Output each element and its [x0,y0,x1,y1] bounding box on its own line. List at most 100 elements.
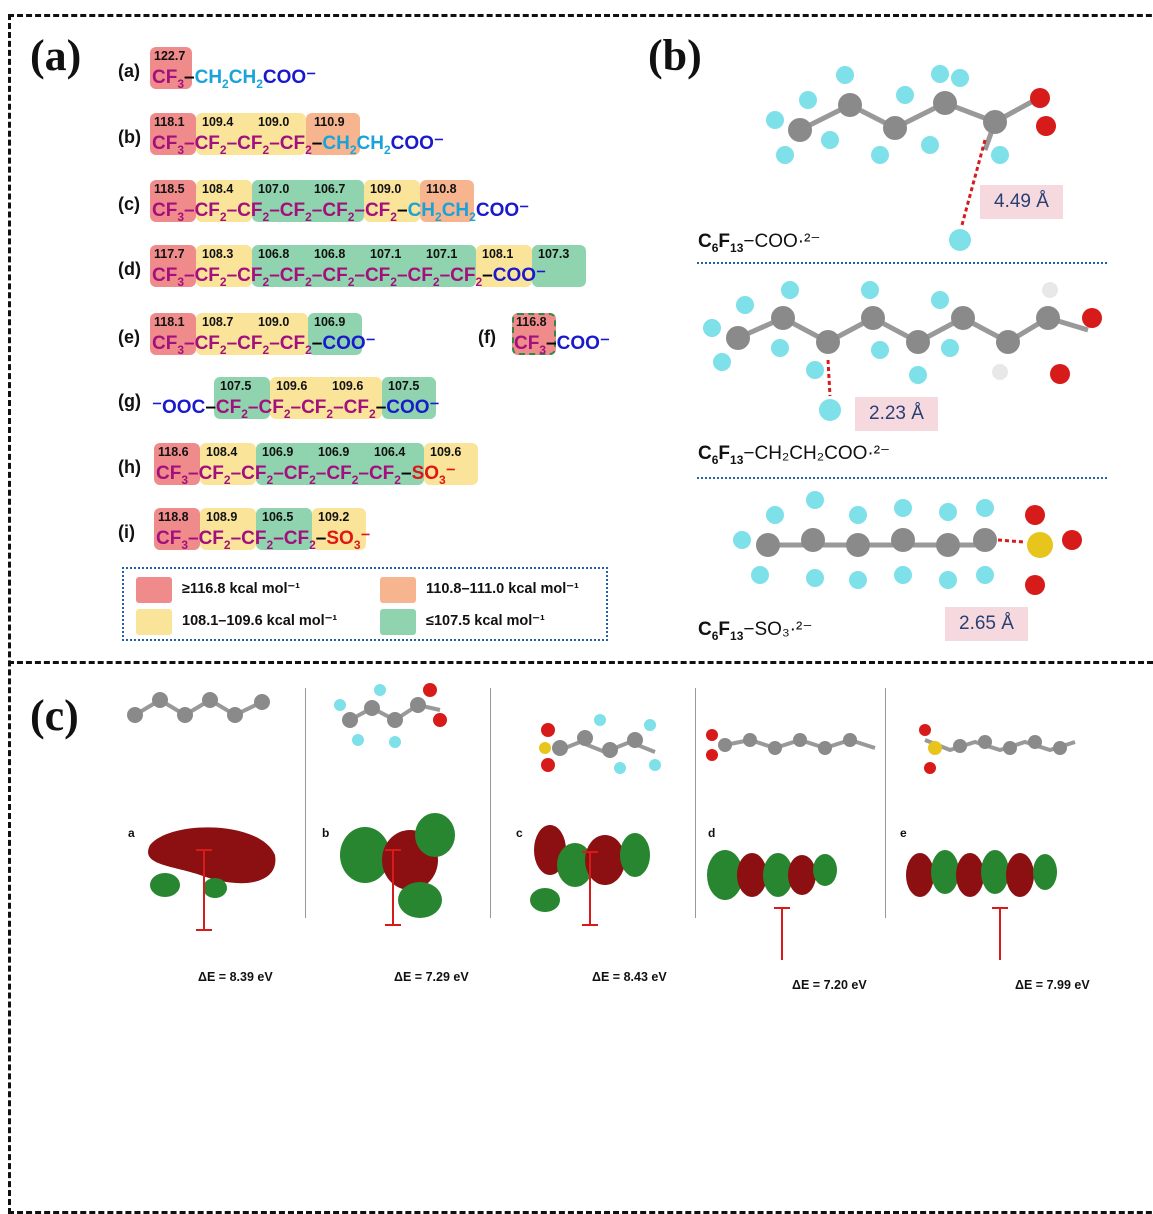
column-divider [305,688,306,918]
bde-value: 106.7 [314,182,346,196]
formula-label-1: C6F13−COO·²⁻ [698,231,821,255]
bde-value: 109.0 [258,315,290,329]
fluorine-atom [921,136,939,154]
bde-value: 117.7 [154,247,185,261]
column-label-b: b [322,826,330,840]
row-label: (b) [118,127,141,147]
chain-formula: CF3–COO⁻ [514,333,610,357]
bde-box-yellow [200,443,256,485]
bde-box-yellow [424,443,478,485]
chain-formula: CF3–CF2–CF2–CF2–CF2–CF2–CF2–CF2–COO⁻ [152,265,547,289]
carbon-atom [883,116,907,140]
molecule-c6f13-so3 [733,491,1082,595]
bde-box-yellow [196,113,306,155]
bde-value: 116.8 [516,315,547,329]
bde-box-yellow [476,245,532,287]
bde-value: 106.9 [318,445,350,459]
column-label-a: a [128,826,135,840]
bde-value: 108.3 [202,247,234,261]
column-divider [490,688,491,918]
bde-box-green [256,508,312,550]
distance-label: 2.23 Å [855,397,938,431]
chain-formula: CF3–CF2–CF2–CF2–COO⁻ [152,333,376,357]
bde-value: 110.8 [426,182,457,196]
bde-box-yellow [196,180,252,222]
bde-value: 106.8 [314,247,346,261]
bde-value: 108.9 [206,510,238,524]
bde-value: 118.1 [154,115,185,129]
fluorine-atom [766,111,784,129]
bde-value: 107.5 [220,379,252,393]
energy-gap-label: ΔE = 8.43 eV [592,970,667,984]
energy-gap-label: ΔE = 7.20 eV [792,978,867,992]
bde-box-yellow [200,508,256,550]
bde-value: 107.1 [370,247,402,261]
bde-box-red [512,313,556,355]
legend-text: ≥116.8 kcal mol⁻¹ [182,581,300,597]
column-e [906,724,1076,897]
row-label: (e) [118,327,140,347]
bde-value: 107.0 [258,182,290,196]
bde-value: 109.6 [430,445,462,459]
panel-c-label: (c) [30,691,79,740]
bde-box-green [382,377,436,419]
bde-box-yellow [364,180,420,222]
bde-value: 108.1 [482,247,514,261]
bde-value: 107.3 [538,247,570,261]
molecule-c6f13-ch2ch2coo [703,281,1102,421]
carbon-atom [983,110,1007,134]
column-divider [885,688,886,918]
panel-a-label: (a) [30,31,82,80]
bde-legend: ≥116.8 kcal mol⁻¹ 110.8–111.0 kcal mol⁻¹… [122,567,608,641]
row-label: (i) [118,522,135,542]
oxygen-atom [1036,116,1056,136]
bde-value: 106.4 [374,445,406,459]
oxygen-atom [1030,88,1050,108]
distance-label: 2.65 Å [945,607,1028,641]
bde-value: 109.4 [202,115,234,129]
bde-box-yellow [196,313,308,355]
legend-swatch-orange [380,577,416,603]
bde-value: 109.0 [370,182,402,196]
bde-value: 106.8 [258,247,290,261]
distance-arrow [960,139,987,226]
bde-value: 118.5 [154,182,185,196]
legend-swatch-red [136,577,172,603]
bde-box-green [252,245,476,287]
carbon-atom [933,91,957,115]
row-label: (c) [118,194,140,214]
panel-b-label: (b) [648,31,702,80]
carbon-atom [838,93,862,117]
column-label-e: e [900,826,907,840]
distance-label: 4.49 Å [980,185,1063,219]
bde-box-yellow [196,245,252,287]
bde-box-yellow [312,508,366,550]
panel-b-structures [703,65,1102,595]
bde-box-red [154,443,200,485]
formula-label-3: C6F13−SO₃·²⁻ [698,619,813,643]
fluorine-atom [836,66,854,84]
bde-value: 109.2 [318,510,350,524]
energy-gap-label: ΔE = 7.29 eV [394,970,469,984]
column-d [706,729,876,900]
bde-value: 106.5 [262,510,294,524]
bde-value: 109.6 [332,379,364,393]
column-b [334,683,455,918]
chain-formula: CF3–CF2–CF2–CF2–CH2CH2COO⁻ [152,133,444,157]
bde-value: 106.9 [314,315,346,329]
dotted-divider [697,477,1107,479]
fluorine-atom [821,131,839,149]
row-label: (g) [118,391,141,411]
bde-box-red [150,313,196,355]
bde-box-yellow [270,377,382,419]
bde-box-red [150,47,192,89]
fluorine-atom [896,86,914,104]
bde-value: 106.9 [262,445,294,459]
legend-text: 108.1–109.6 kcal mol⁻¹ [182,613,338,629]
legend-text: ≤107.5 kcal mol⁻¹ [426,613,545,629]
bde-box-red [150,245,196,287]
chain-formula: CF3–CF2–CF2–CF2–CF2–CF2–SO3⁻ [156,463,456,487]
energy-gap-label: ΔE = 7.99 eV [1015,978,1090,992]
bde-value: 118.1 [154,315,185,329]
chain-formula: CF3–CF2–CF2–CF2–SO3⁻ [156,528,371,552]
